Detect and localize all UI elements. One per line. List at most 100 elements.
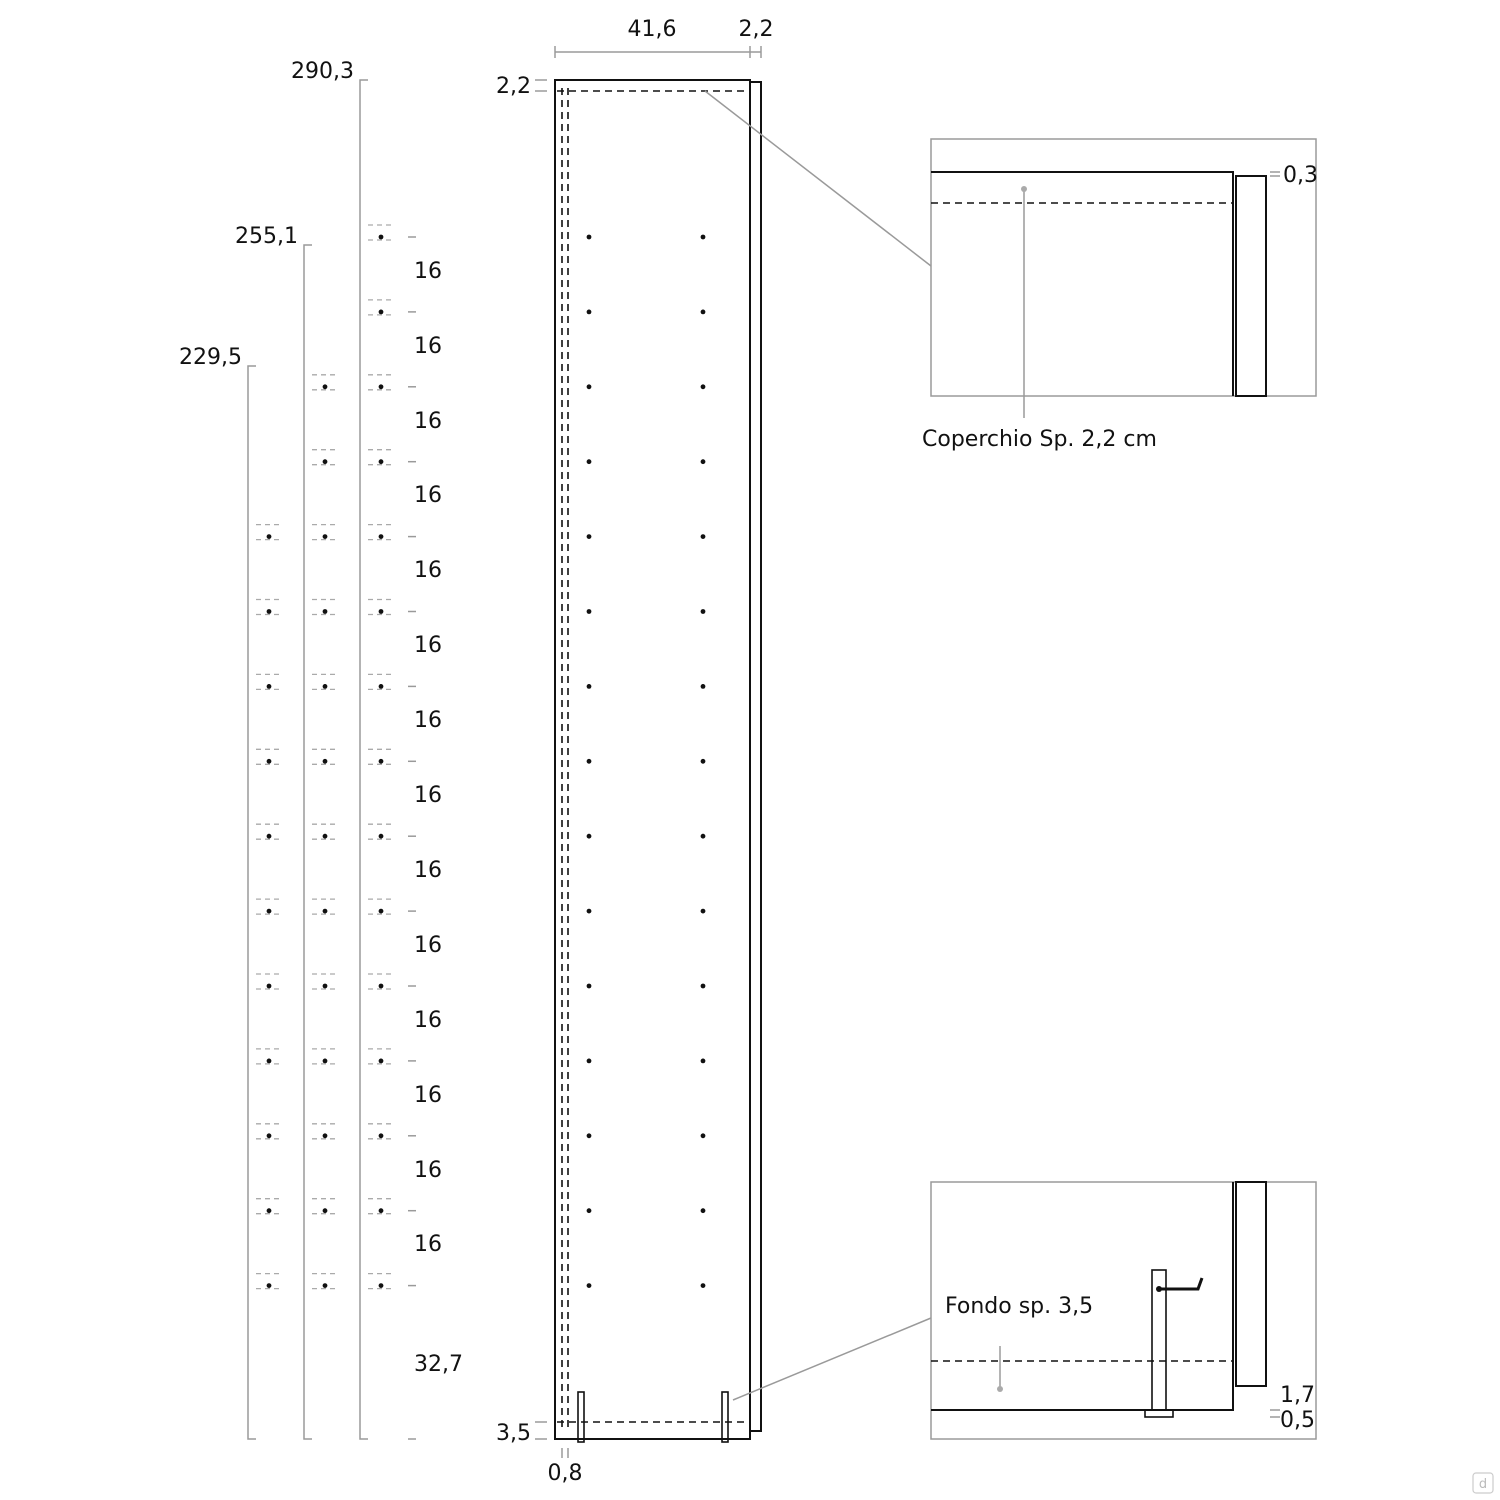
step-label: 16	[414, 783, 442, 808]
step-label: 16	[414, 1008, 442, 1033]
hole-mark-dot	[322, 758, 328, 764]
hole-mark-dot	[378, 234, 384, 240]
hole-mark-dot	[322, 459, 328, 465]
hole-mark-dot	[322, 1283, 328, 1288]
foot-left	[577, 1391, 585, 1443]
hole-mark-dot	[266, 1058, 272, 1064]
thickness-dimensions: 2,2 3,5 0,8	[496, 74, 583, 1486]
hole-mark-dot	[378, 684, 384, 689]
hole-mark-dot	[378, 459, 384, 465]
hole-mark-dot	[378, 384, 384, 390]
shelf-hole-dot	[586, 758, 592, 764]
top-width-dimension: 41,6 2,2	[554, 17, 774, 58]
detail-bottom-leader	[732, 1317, 932, 1401]
shelf-hole-dot	[586, 384, 592, 390]
hole-mark-dot	[378, 908, 384, 914]
shelf-hole-dot	[700, 833, 706, 839]
corner-badge-text: d	[1479, 1477, 1487, 1492]
shelf-hole-dot	[586, 234, 592, 240]
hole-mark-dot	[266, 609, 272, 614]
top-thickness-label: 2,2	[496, 74, 531, 99]
corner-badge: d	[1472, 1472, 1494, 1494]
shelf-hole-dot	[586, 833, 592, 839]
hole-position-marks	[256, 224, 416, 1290]
width-inner-label: 41,6	[628, 17, 677, 42]
shelf-hole-dot	[586, 609, 592, 614]
shelf-hole-dot	[700, 609, 706, 614]
hole-mark-dot	[322, 1208, 328, 1214]
hole-mark-dot	[378, 309, 384, 315]
shelf-hole-dot	[586, 1133, 592, 1139]
hole-mark-dot	[322, 384, 328, 390]
step-label: 16	[414, 708, 442, 733]
height-label-2: 255,1	[235, 224, 298, 249]
cabinet-body	[554, 79, 751, 1440]
back-gap-label: 0,8	[548, 1461, 583, 1486]
step-label: 16	[414, 334, 442, 359]
hole-mark-dot	[322, 833, 328, 839]
shelf-hole-dot	[700, 384, 706, 390]
hole-mark-dot	[322, 983, 328, 989]
hole-mark-dot	[378, 758, 384, 764]
step-label: 16	[414, 483, 442, 508]
shelf-hole-dot	[700, 1133, 706, 1139]
shelf-hole-dot	[586, 684, 592, 689]
step-label: 16	[414, 933, 442, 958]
shelf-hole-dot	[586, 309, 592, 315]
hole-mark-dot	[266, 758, 272, 764]
hole-mark-dot	[378, 534, 384, 539]
hole-mark-dot	[378, 1058, 384, 1064]
hole-mark-dot	[322, 534, 328, 539]
detail-top-frame	[930, 138, 1317, 397]
cabinet-door	[749, 81, 762, 1432]
step-labels: 16 16 16 16 16 16 16 16 16 16 16 16 16 1…	[414, 259, 463, 1377]
hole-mark-dot	[378, 1133, 384, 1139]
shelf-hole-dot	[700, 983, 706, 989]
shelf-hole-dot	[700, 1283, 706, 1288]
step-label: 16	[414, 259, 442, 284]
cabinet-elevation	[554, 79, 762, 1443]
hole-mark-dot	[378, 1208, 384, 1214]
detail-top-dim: 0,3	[1283, 163, 1318, 188]
hole-mark-dot	[322, 1058, 328, 1064]
shelf-hole-dot	[586, 1283, 592, 1288]
hole-mark-dot	[322, 1133, 328, 1139]
step-label: 16	[414, 1083, 442, 1108]
hole-mark-dot	[322, 908, 328, 914]
step-label: 16	[414, 409, 442, 434]
detail-top-leader	[704, 90, 932, 267]
step-label: 16	[414, 633, 442, 658]
height-dimension-bars: 229,5 255,1 290,3	[179, 59, 416, 1440]
bottom-thickness-label: 3,5	[496, 1421, 531, 1446]
shelf-hole-dot	[700, 534, 706, 539]
hole-mark-dot	[266, 1283, 272, 1288]
shelf-hole-dot	[700, 234, 706, 240]
foot-right	[721, 1391, 729, 1443]
shelf-hole-dot	[586, 1058, 592, 1064]
hole-mark-dot	[266, 908, 272, 914]
shelf-hole-dot	[700, 1058, 706, 1064]
width-door-label: 2,2	[739, 17, 774, 42]
height-label-3: 290,3	[291, 59, 354, 84]
step-label: 16	[414, 858, 442, 883]
hole-mark-dot	[378, 983, 384, 989]
shelf-hole-dot	[586, 908, 592, 914]
detail-bottom-frame	[930, 1181, 1317, 1440]
detail-bottom-label: Fondo sp. 3,5	[945, 1294, 1093, 1319]
detail-bottom-dim-a: 1,7	[1280, 1383, 1315, 1408]
step-label: 16	[414, 558, 442, 583]
shelf-hole-dot	[700, 309, 706, 315]
hole-mark-dot	[266, 534, 272, 539]
detail-bottom-dim-b: 0,5	[1280, 1408, 1315, 1433]
hole-mark-dot	[378, 1283, 384, 1288]
hole-mark-dot	[266, 1133, 272, 1139]
base-gap-label: 32,7	[414, 1352, 463, 1377]
detail-top-label: Coperchio Sp. 2,2 cm	[922, 427, 1157, 452]
shelf-hole-dot	[586, 983, 592, 989]
shelf-hole-dot	[586, 534, 592, 539]
shelf-hole-dot	[700, 459, 706, 465]
detail-bottom: 1,7 0,5 Fondo sp. 3,5	[732, 1181, 1317, 1440]
hole-mark-dot	[266, 684, 272, 689]
height-label-1: 229,5	[179, 345, 242, 370]
